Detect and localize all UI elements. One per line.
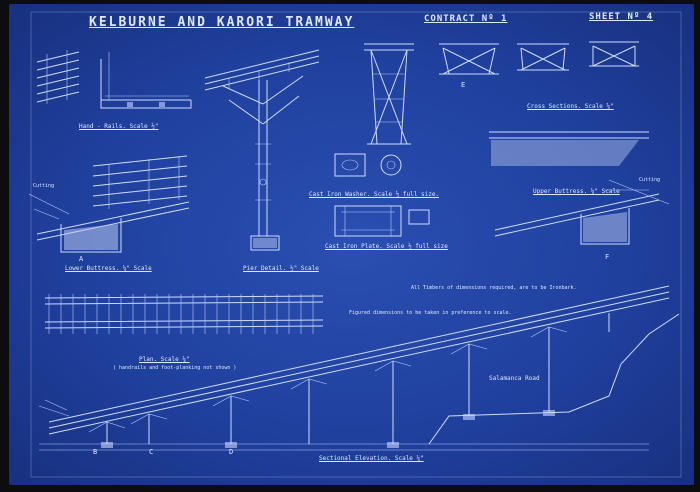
lower-buttress-label: Lower Buttress. ¼" Scale [65, 265, 152, 272]
sectional-elevation-label: Sectional Elevation. Scale ¼" [319, 455, 424, 462]
sheet-border [30, 11, 682, 478]
sheet-number: SHEET Nº 4 [589, 12, 654, 22]
contract-number: CONTRACT Nº 1 [424, 14, 508, 24]
hand-rails-drawing [36, 50, 192, 109]
letter-b: B [93, 448, 98, 456]
letter-d: D [229, 448, 234, 456]
figured-dimensions-note: Figured dimensions to be taken in prefer… [349, 310, 512, 316]
pier-detail-label: Pier Detail. ½" Scale [243, 265, 319, 272]
cast-iron-washer-label: Cast Iron Washer. Scale ½ full size. [309, 191, 440, 198]
blueprint-drawing [28, 11, 682, 478]
pier-detail-drawing [204, 49, 320, 251]
cast-iron-plate-drawing [334, 205, 430, 237]
blueprint-sheet: KELBURNE AND KARORI TRAMWAY CONTRACT Nº … [9, 4, 694, 485]
plan-label: Plan. Scale ¼" [139, 356, 190, 363]
plan-drawing [44, 294, 324, 334]
upper-buttress-drawing [489, 131, 670, 245]
cross-sections-drawing [439, 41, 639, 75]
sectional-elevation-drawing [38, 285, 680, 451]
letter-a: A [79, 255, 84, 263]
letter-e: E [461, 81, 466, 89]
hand-rails-label: Hand - Rails. Scale ½" [79, 123, 159, 130]
washer-drawing [334, 153, 402, 177]
cross-sections-label: Cross Sections. Scale ¼" [527, 103, 614, 110]
cutting-left-label: Cutting [33, 183, 55, 189]
plan-note: ( handrails and foot-planking not shown … [113, 365, 237, 371]
letter-c: C [149, 448, 154, 456]
salamanca-road-label: Salamanca Road [489, 375, 540, 382]
cast-iron-plate-label: Cast Iron Plate. Scale ½ full size [325, 243, 448, 250]
drawing-title: KELBURNE AND KARORI TRAMWAY [89, 15, 355, 30]
timber-note: All Timbers of dimensions required, are … [411, 285, 577, 291]
cutting-right-label: Cutting [639, 177, 661, 183]
upper-buttress-label: Upper Buttress. ¼" Scale [533, 188, 620, 195]
lower-buttress-drawing [28, 155, 190, 253]
letter-f: F [605, 253, 610, 261]
trestle-elevation-drawing [364, 43, 414, 145]
